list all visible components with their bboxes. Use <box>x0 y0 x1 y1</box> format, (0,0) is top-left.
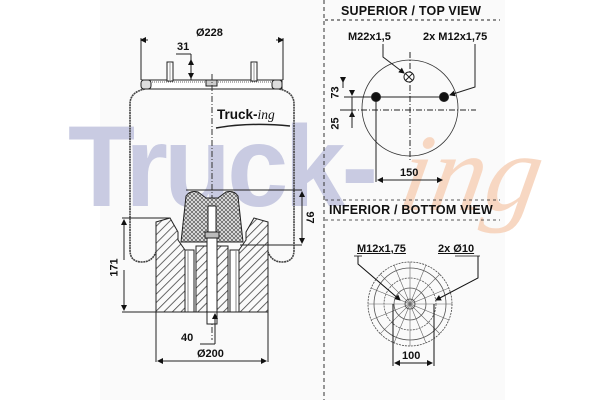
bottom-center-thread: M12x1,75 <box>357 243 406 255</box>
bottom-view-title: INFERIOR / BOTTOM VIEW <box>329 203 493 217</box>
top-view <box>325 19 500 183</box>
bellow-logo: Truck-ing <box>217 108 275 122</box>
side-view <box>121 37 305 364</box>
dim-stud-height: 31 <box>177 41 190 53</box>
bellow <box>129 88 295 263</box>
top-view-title: SUPERIOR / TOP VIEW <box>341 4 482 18</box>
top-center-thread: M22x1,5 <box>348 31 391 43</box>
dim-piston-height: 97 <box>303 211 316 224</box>
logo-swoosh <box>215 123 291 129</box>
stud-hole-right <box>439 92 449 102</box>
top-offset-73: 73 <box>329 86 342 99</box>
dim-top-diameter: Ø228 <box>196 27 223 39</box>
top-offset-25: 25 <box>329 117 342 130</box>
bottom-pin-spacing: 100 <box>402 350 421 362</box>
piston-body <box>155 217 186 313</box>
dim-overall-height: 171 <box>108 258 121 277</box>
bottom-pin-diameter: 2x Ø10 <box>438 243 475 255</box>
top-stud-spacing: 150 <box>400 167 419 179</box>
logo-suffix: ing <box>257 107 275 122</box>
bottom-view <box>325 199 500 366</box>
dim-pin-length: 40 <box>181 332 194 344</box>
dim-bottom-diameter: Ø200 <box>197 348 224 360</box>
logo-main: Truck- <box>217 107 258 122</box>
stud-hole-left <box>371 92 381 102</box>
top-stud-thread: 2x M12x1,75 <box>423 31 488 43</box>
